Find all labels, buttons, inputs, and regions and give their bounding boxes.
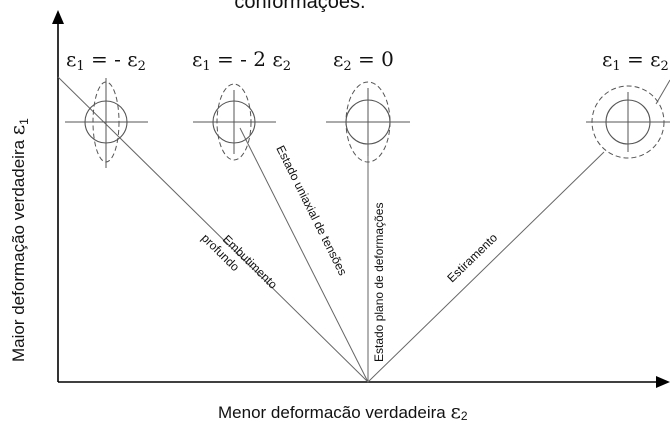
x-axis-label: Menor deformacão verdadeira ε2 — [218, 399, 468, 423]
loading-paths — [57, 76, 670, 383]
path-biaxial-tail — [655, 79, 670, 105]
path-uniaxial — [239, 127, 369, 383]
strain-glyph-4 — [586, 85, 670, 159]
strain-glyph-2 — [193, 83, 276, 161]
label-plano: Estado plano de deformações — [372, 203, 386, 362]
x-axis-arrow — [656, 376, 670, 388]
condition-label-1: ε1 = - ε2 — [66, 47, 146, 74]
label-uniaxial-text: Estado uniaxial de tensões — [273, 143, 350, 278]
strain-glyph-3 — [326, 81, 410, 163]
title-fragment: conformações. — [234, 0, 365, 13]
condition-label-2: ε1 = - 2 ε2 — [192, 47, 291, 74]
label-plano-text: Estado plano de deformações — [372, 203, 386, 362]
label-embutimento: Embutimento profundo — [199, 231, 281, 292]
label-uniaxial: Estado uniaxial de tensões — [273, 143, 350, 278]
condition-label-4: ε1 = ε2 — [602, 47, 669, 74]
axes — [52, 10, 670, 388]
strain-glyph-1 — [65, 78, 148, 168]
label-estiramento-text: Estiramento — [444, 230, 500, 285]
condition-label-3: ε2 = 0 — [333, 47, 394, 74]
path-embutimento — [57, 76, 369, 383]
y-axis-label: Maior deformação verdadeira ε1 — [5, 118, 31, 362]
y-axis-arrow — [52, 10, 64, 24]
path-estiramento — [367, 151, 605, 383]
label-estiramento: Estiramento — [444, 230, 500, 285]
